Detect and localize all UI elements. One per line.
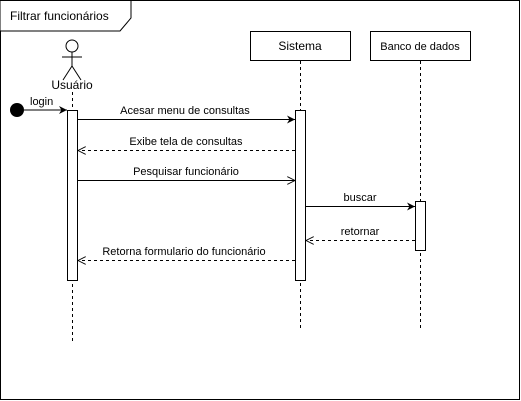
participant-banco-box <box>370 31 471 61</box>
actor-usuario-label: Usuário <box>51 78 93 92</box>
msg-buscar-label: buscar <box>343 192 376 204</box>
participant-sistema-box <box>250 31 351 61</box>
msg-exibe-label: Exibe tela de consultas <box>129 136 243 148</box>
participant-banco-label: Banco de dados <box>380 41 460 53</box>
login-label: login <box>30 96 53 108</box>
frame-title-tab <box>0 0 132 32</box>
login-start-dot <box>10 103 24 117</box>
actor-usuario-icon <box>62 39 82 81</box>
frame-title: Filtrar funcionários <box>10 9 109 23</box>
activation-banco <box>415 201 426 251</box>
msg-retorna-formulario-label: Retorna formulario do funcionário <box>102 246 265 258</box>
activation-usuario <box>67 110 78 281</box>
participant-sistema-label: Sistema <box>278 39 322 53</box>
msg-pesquisar-label: Pesquisar funcionário <box>133 166 239 178</box>
msg-retornar-label: retornar <box>341 226 380 238</box>
activation-sistema <box>295 110 306 281</box>
msg-acessar-label: Acesar menu de consultas <box>120 105 250 117</box>
